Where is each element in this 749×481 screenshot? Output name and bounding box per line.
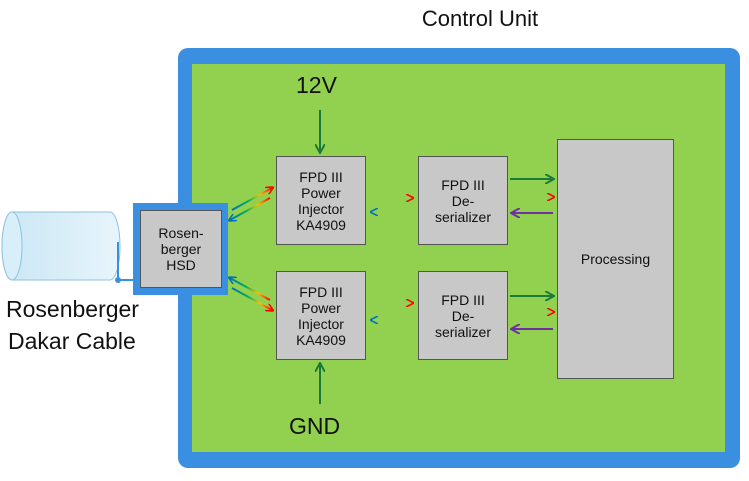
power-injector-bottom: FPD III Power Injector KA4909: [276, 271, 366, 360]
hsd-connector-block: Rosen- berger HSD: [140, 210, 222, 288]
control-unit-title: Control Unit: [421, 6, 539, 31]
ground-label: GND: [289, 413, 341, 439]
cable-label-line2: Dakar Cable: [8, 328, 136, 354]
cable-label-line1: Rosenberger: [6, 296, 139, 322]
deserializer-top: FPD III De- serializer: [418, 156, 508, 245]
voltage-label: 12V: [296, 72, 337, 98]
deserializer-bottom: FPD III De- serializer: [418, 271, 508, 360]
processing-block: Processing: [557, 139, 674, 379]
power-injector-top: FPD III Power Injector KA4909: [276, 156, 366, 245]
